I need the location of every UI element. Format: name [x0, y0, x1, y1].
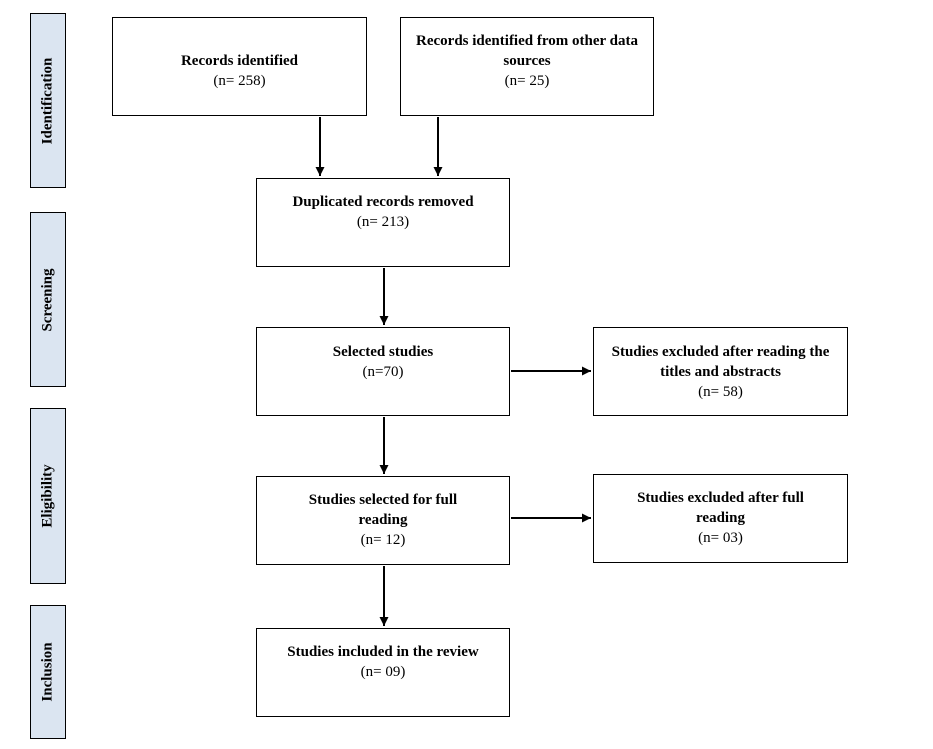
- excluded-full-title: Studies excluded after full reading: [637, 490, 804, 526]
- box-excluded-full: Studies excluded after full reading (n= …: [593, 474, 848, 563]
- box-other-sources: Records identified from other data sourc…: [400, 17, 654, 116]
- other-sources-count: (n= 25): [504, 73, 550, 89]
- selected-studies-count: (n=70): [362, 364, 404, 380]
- included-title: Studies included in the review: [287, 644, 479, 660]
- records-identified-count: (n= 258): [213, 73, 266, 89]
- stage-eligibility: Eligibility: [30, 408, 66, 584]
- box-full-reading: Studies selected for full reading (n= 12…: [256, 476, 510, 565]
- full-reading-title: Studies selected for full reading: [308, 492, 458, 528]
- box-records-identified: Records identified (n= 258): [112, 17, 367, 116]
- selected-studies-title: Selected studies: [332, 344, 434, 360]
- full-reading-count: (n= 12): [360, 532, 406, 548]
- box-included: Studies included in the review (n= 09): [256, 628, 510, 717]
- duplicates-removed-title: Duplicated records removed: [292, 194, 474, 210]
- excluded-full-count: (n= 03): [698, 530, 743, 546]
- box-duplicates-removed: Duplicated records removed (n= 213): [256, 178, 510, 267]
- duplicates-removed-count: (n= 213): [356, 214, 410, 230]
- excluded-titles-title: Studies excluded after reading the title…: [611, 344, 830, 380]
- box-selected-studies: Selected studies (n=70): [256, 327, 510, 416]
- stage-identification: Identification: [30, 13, 66, 188]
- other-sources-title: Records identified from other data sourc…: [416, 33, 638, 69]
- excluded-titles-count: (n= 58): [698, 384, 743, 400]
- records-identified-title: Records identified: [180, 53, 299, 69]
- stage-screening: Screening: [30, 212, 66, 387]
- box-excluded-titles: Studies excluded after reading the title…: [593, 327, 848, 416]
- stage-inclusion: Inclusion: [30, 605, 66, 739]
- included-count: (n= 09): [360, 664, 406, 680]
